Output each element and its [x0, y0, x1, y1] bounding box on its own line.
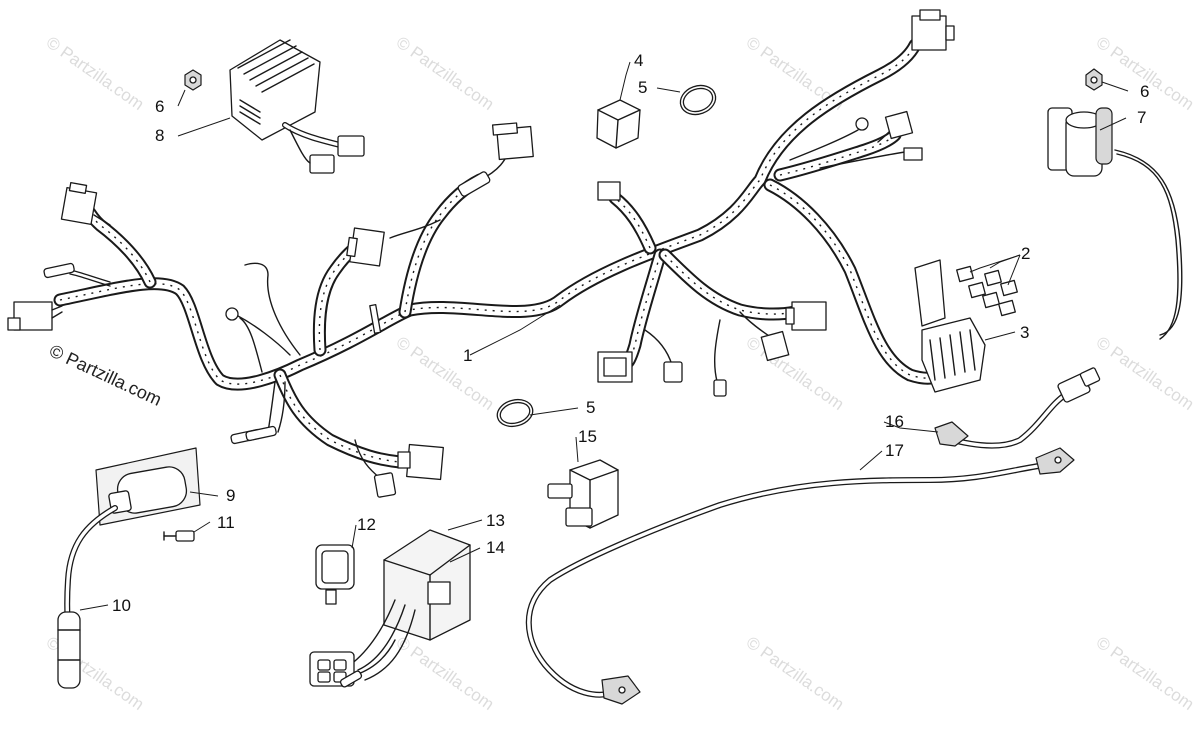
callout-labels: 1 2 3 4 5 6 8 6 7 5 15 16 17 9 11 12 13 …: [112, 51, 1149, 615]
callout-3: 3: [1020, 323, 1029, 342]
connector-icon: [346, 227, 385, 267]
nut-icon: [184, 69, 202, 91]
ignition-coil-part: [1047, 107, 1183, 340]
callout-12: 12: [357, 515, 376, 534]
starter-relay-part: [547, 459, 619, 529]
callout-5: 5: [638, 78, 647, 97]
watermark: © Partzilla.com: [43, 33, 148, 114]
callout-15: 15: [578, 427, 597, 446]
watermark: © Partzilla.com: [1093, 633, 1198, 714]
watermark: © Partzilla.com: [393, 633, 498, 714]
cdi-unit-part: [309, 529, 471, 688]
connector-icon: [597, 351, 633, 383]
callout-6: 6: [1140, 82, 1149, 101]
clip-icon: [496, 398, 534, 428]
callout-8: 8: [155, 126, 164, 145]
connector-icon: [911, 9, 955, 51]
watermark: © Partzilla.com: [743, 633, 848, 714]
watermark: © Partzilla.com: [393, 333, 498, 414]
callout-11: 11: [217, 513, 235, 532]
connector-icon: [60, 182, 111, 226]
harness-connectors: [7, 9, 955, 498]
callout-7: 7: [1137, 108, 1146, 127]
callout-17: 17: [885, 441, 904, 460]
flasher-module-part: [315, 544, 355, 605]
clip-icon: [679, 84, 717, 116]
callout-16: 16: [885, 412, 904, 431]
callout-10: 10: [112, 596, 131, 615]
plug-cable-part: [57, 505, 118, 689]
capacitor-part: [95, 447, 201, 526]
bolt-icon: [163, 530, 195, 542]
watermark: © Partzilla.com: [1093, 33, 1198, 114]
callout-4: 4: [634, 51, 643, 70]
callout-1: 1: [463, 346, 472, 365]
connector-icon: [7, 301, 63, 331]
callout-14: 14: [486, 538, 505, 557]
fuses-part: [956, 265, 1018, 317]
callout-6: 6: [155, 97, 164, 116]
watermark: © Partzilla.com: [1093, 333, 1198, 414]
connector-icon: [785, 301, 827, 331]
callout-13: 13: [486, 511, 505, 530]
watermark: © Partzilla.com: [743, 333, 848, 414]
ground-cable-part: [525, 367, 1101, 705]
callout-9: 9: [226, 486, 235, 505]
relay-part: [596, 99, 641, 149]
watermark: © Partzilla.com: [393, 33, 498, 114]
connector-icon: [397, 443, 444, 481]
fuse-box-part: [914, 259, 986, 393]
callout-2: 2: [1021, 244, 1030, 263]
copyright-text: © Partzilla.com: [46, 340, 164, 409]
callout-5: 5: [586, 398, 595, 417]
voltage-regulator-part: [229, 39, 365, 174]
nut-icon: [1085, 68, 1103, 91]
leader-lines: [79, 61, 1129, 611]
connector-icon: [491, 122, 534, 161]
